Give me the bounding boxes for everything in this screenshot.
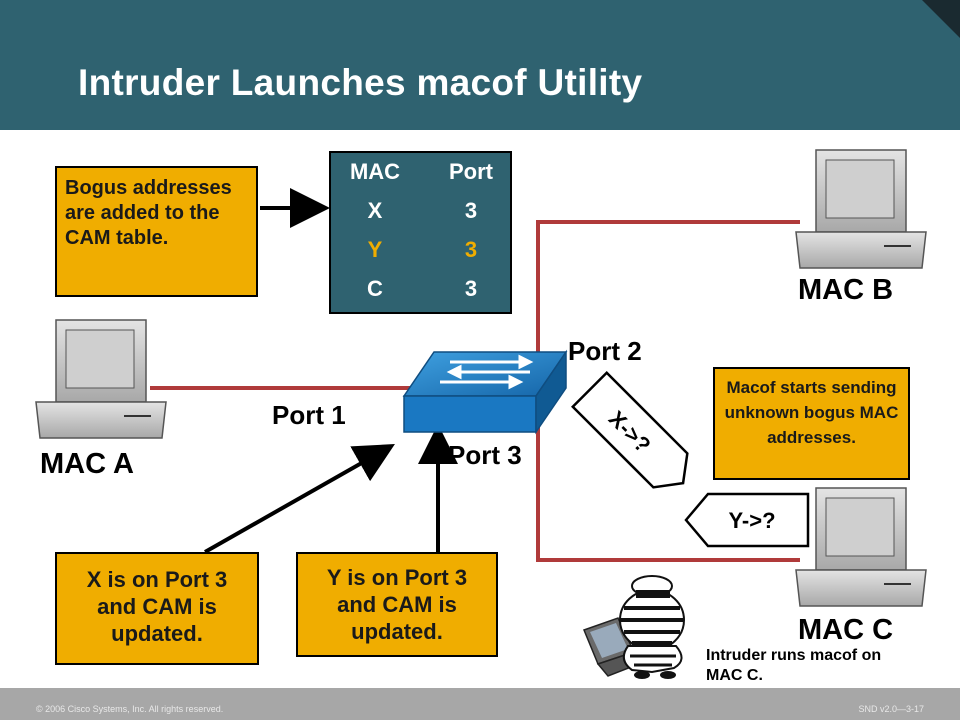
callout-y-text: Y is on Port 3 and CAM is updated. [326, 565, 468, 644]
intruder-icon [619, 575, 685, 679]
frame-y: Y->? [684, 492, 810, 548]
pc-icon-mac-c[interactable] [795, 487, 927, 607]
cam-row-mac: C [367, 276, 383, 301]
footer: © 2006 Cisco Systems, Inc. All rights re… [0, 688, 960, 720]
switch-icon[interactable] [402, 349, 568, 435]
label-port-1: Port 1 [272, 400, 346, 430]
pc-icon-mac-a[interactable] [35, 319, 167, 439]
pc-icon-mac-b[interactable] [795, 149, 927, 269]
link-port2 [536, 220, 800, 378]
label-port-2: Port 2 [568, 336, 642, 366]
label-mac-a: MAC A [40, 448, 134, 480]
callout-x-port: X is on Port 3 and CAM is updated. [55, 552, 259, 665]
arrow-x-to-switch [204, 444, 395, 554]
callout-bogus: Bogus addresses are added to the CAM tab… [55, 166, 258, 297]
cam-header-port: Port [449, 159, 493, 184]
callout-bogus-text: Bogus addresses are added to the CAM tab… [65, 177, 232, 249]
label-port-3: Port 3 [448, 440, 522, 470]
cam-table: MAC Port X 3 Y 3 C 3 [329, 151, 512, 314]
cam-header-mac: MAC [349, 159, 401, 184]
callout-macof-text: Macof starts sending unknown bogus MAC a… [724, 378, 899, 447]
frame-y-label: Y->? [728, 508, 775, 533]
label-intruder: Intruder runs macof on MAC C. [706, 647, 882, 684]
frame-x: X->? [571, 371, 689, 489]
callout-y-port: Y is on Port 3 and CAM is updated. [296, 552, 498, 657]
title-bar [0, 0, 960, 130]
cam-row-port: 3 [464, 198, 478, 223]
callout-x-text: X is on Port 3 and CAM is updated. [86, 567, 228, 646]
corner-decoration [922, 0, 960, 38]
cam-row-port: 3 [464, 276, 478, 301]
footer-course: SND v2.0—3-17 [858, 704, 924, 714]
label-mac-b: MAC B [798, 274, 894, 306]
footer-copyright: © 2006 Cisco Systems, Inc. All rights re… [36, 704, 224, 714]
cam-row-mac: Y [367, 237, 383, 262]
label-mac-c: MAC C [798, 614, 894, 646]
network-links [150, 220, 800, 562]
cam-row-mac: X [367, 198, 383, 223]
cam-row-port: 3 [464, 237, 478, 262]
callout-macof-starts: Macof starts sending unknown bogus MAC a… [713, 367, 910, 480]
slide-title: Intruder Launches macof Utility [78, 62, 643, 103]
link-port3 [536, 395, 800, 562]
